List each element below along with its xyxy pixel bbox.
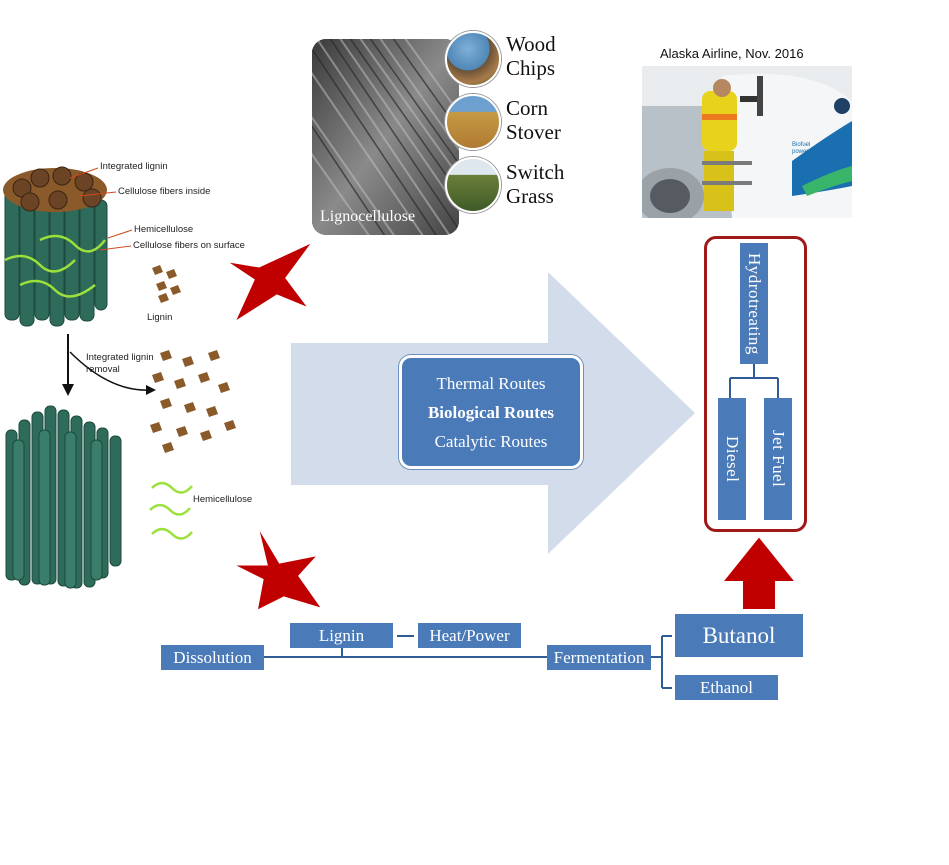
lignin-label-1: Lignin	[147, 312, 173, 323]
ethanol-box: Ethanol	[675, 675, 778, 700]
lignocellulose-label: Lignocellulose	[320, 208, 416, 225]
jet-fuel-box: Jet Fuel	[764, 398, 792, 520]
red-arrow-bottom	[229, 521, 328, 615]
corn-stover-label: Corn Stover	[506, 96, 561, 144]
red-arrow-up	[719, 534, 799, 611]
integrated-lignin-label: Integrated lignin	[100, 161, 168, 172]
hydrotreating-label: Hydrotreating	[745, 252, 764, 355]
lignin-box: Lignin	[290, 623, 393, 648]
dissolution-box: Dissolution	[161, 645, 264, 670]
products-outline	[704, 236, 807, 532]
butanol-box: Butanol	[675, 614, 803, 657]
refueling-photo: Biofuel powered.	[642, 66, 852, 218]
lignin-flakes-small	[152, 265, 181, 303]
red-arrow-top	[222, 238, 317, 328]
switch-grass-photo	[445, 157, 501, 213]
wood-chips-text: Wood Chips	[506, 32, 556, 80]
biological-routes-label: Biological Routes	[427, 402, 555, 422]
corn-stover-photo	[445, 94, 501, 150]
hydrotreating-box: Hydrotreating	[740, 243, 768, 364]
jet-fuel-label: Jet Fuel	[769, 430, 788, 488]
micrograph-texture	[312, 39, 459, 235]
diesel-box: Diesel	[718, 398, 746, 520]
wood-chips-label: Wood Chips	[506, 32, 556, 80]
heat-power-box: Heat/Power	[418, 623, 521, 648]
hemicellulose-label: Hemicellulose	[134, 224, 194, 235]
cellulose-bundle-top	[3, 166, 108, 327]
cellulose-inside-label: Cellulose fibers inside	[118, 186, 211, 197]
hemicellulose-strands	[149, 481, 193, 540]
wood-chips-photo	[445, 31, 501, 87]
refueling-scene	[642, 66, 852, 218]
switch-grass-label: Switch Grass	[506, 160, 564, 208]
cellulose-surface-label: Cellulose fibers on surface	[133, 240, 245, 251]
fermentation-box: Fermentation	[547, 645, 651, 670]
diesel-label: Diesel	[723, 435, 742, 483]
lignin-flakes-large	[150, 350, 236, 453]
hemicellulose-label-2: Hemicellulose	[193, 494, 253, 505]
lignin-removal-label: Integrated lignin removal	[86, 352, 154, 375]
biofuel-badge: Biofuel powered.	[792, 142, 817, 155]
corn-stover-text: Corn Stover	[506, 96, 561, 144]
photo-caption: Alaska Airline, Nov. 2016	[660, 46, 804, 61]
thermal-routes-label: Thermal Routes	[436, 373, 546, 393]
switch-grass-text: Switch Grass	[506, 160, 565, 208]
cellulose-bundle-bottom	[5, 405, 122, 589]
catalytic-routes-label: Catalytic Routes	[434, 431, 548, 451]
lignocellulose-micrograph: Lignocellulose	[312, 39, 459, 235]
routes-box: Thermal Routes Biological Routes Catalyt…	[399, 355, 583, 469]
